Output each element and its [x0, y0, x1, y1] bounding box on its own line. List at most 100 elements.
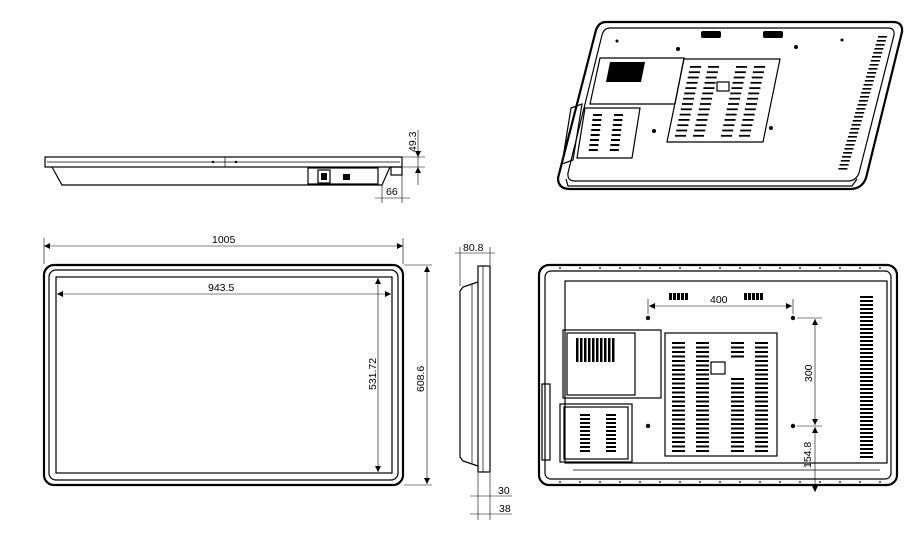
- vent-slot: [852, 120, 862, 122]
- vent-slot: [862, 88, 872, 90]
- panel-slot: [672, 432, 685, 434]
- vent-slot: [869, 64, 879, 66]
- board-slot: [606, 430, 616, 432]
- vesa-hole: [790, 315, 796, 321]
- board-slot: [591, 124, 601, 126]
- edge-dot: [739, 267, 741, 269]
- panel-slot: [743, 113, 755, 116]
- panel-slot: [672, 369, 685, 371]
- panel-slot: [676, 129, 688, 132]
- vent-slot: [867, 72, 877, 74]
- edge-dot: [839, 267, 841, 269]
- panel-slot: [755, 432, 768, 434]
- vent-slot: [842, 156, 851, 158]
- edge-dot: [839, 481, 841, 483]
- board-slot: [606, 434, 616, 436]
- board-slot: [611, 134, 621, 136]
- vent-slot: [860, 444, 873, 446]
- panel-slot: [755, 441, 768, 443]
- panel-slot: [750, 81, 762, 84]
- edge-dot: [559, 481, 561, 483]
- dim-screen-width: 943.5: [208, 282, 234, 294]
- panel-slot: [684, 92, 696, 95]
- io-port: [612, 338, 615, 362]
- panel-slot: [755, 351, 768, 353]
- panel-slot: [697, 113, 709, 116]
- panel-slot: [672, 351, 685, 353]
- dim-side-depth: 80.8: [463, 242, 484, 254]
- panel-slot: [755, 427, 768, 430]
- dim-side-bottom: 38: [499, 503, 511, 515]
- vent-slot: [860, 396, 873, 398]
- rear-view: 400 300 154.8: [537, 263, 899, 492]
- panel-slot: [696, 432, 709, 434]
- board-slot: [612, 129, 622, 131]
- panel-slot: [683, 97, 695, 100]
- panel-slot: [704, 81, 716, 84]
- vent-slot: [756, 293, 759, 300]
- front-view: 1005 943.5 531.72 608.6: [42, 234, 432, 487]
- vent-slot: [860, 304, 873, 306]
- panel-slot: [731, 414, 744, 416]
- panel-slot: [696, 342, 709, 344]
- edge-dot: [879, 481, 881, 483]
- panel-slot: [739, 134, 751, 137]
- panel-slot: [696, 409, 709, 412]
- vent-slot: [748, 293, 751, 300]
- panel-slot: [696, 387, 709, 389]
- board-slot: [606, 426, 616, 428]
- vent-slot: [860, 368, 873, 370]
- dim-vesa-vertical: 300: [803, 364, 815, 382]
- board-slot: [592, 119, 602, 121]
- edge-dot: [639, 481, 641, 483]
- vent-slot: [863, 84, 873, 86]
- vent-slot: [860, 352, 873, 354]
- vent-slot: [860, 432, 873, 434]
- panel-slot: [731, 87, 743, 89]
- io-port: [604, 338, 607, 362]
- vent-slot: [860, 344, 873, 346]
- board-slot: [606, 418, 616, 420]
- vent-slot: [860, 96, 869, 98]
- board-slot: [611, 139, 620, 141]
- vent-slot: [860, 324, 873, 326]
- panel-slot: [696, 423, 709, 425]
- panel-slot: [672, 427, 685, 430]
- vent-slot: [677, 293, 680, 300]
- panel-slot: [696, 400, 709, 403]
- board-slot: [606, 442, 616, 444]
- panel-slot: [705, 76, 717, 79]
- panel-slot: [755, 387, 768, 389]
- vent-slot: [760, 293, 763, 300]
- panel-slot: [755, 409, 768, 412]
- vent-slot: [844, 148, 854, 150]
- vent-slot: [861, 92, 871, 94]
- board-slot: [580, 422, 590, 424]
- edge-dot: [799, 481, 801, 483]
- edge-dot: [799, 267, 801, 269]
- panel-slot: [755, 369, 768, 371]
- panel-slot: [741, 124, 753, 127]
- vent-slot: [860, 392, 873, 394]
- vent-slot: [860, 428, 873, 430]
- panel-slot: [731, 427, 744, 430]
- edge-dot: [579, 481, 581, 483]
- panel-slot: [755, 418, 768, 421]
- panel-slot: [755, 400, 768, 403]
- power-socket: [317, 169, 331, 184]
- board-slot: [580, 426, 590, 428]
- vent-slot: [868, 68, 878, 70]
- edge-dot: [699, 481, 701, 483]
- dim-screen-height: 531.72: [367, 358, 379, 390]
- panel-slot: [677, 124, 689, 127]
- panel-slot: [672, 450, 685, 452]
- io-port: [588, 338, 591, 362]
- edge-dot: [819, 481, 821, 483]
- vent-slot: [860, 296, 873, 298]
- vent-slot: [860, 376, 873, 378]
- panel-slot: [672, 364, 685, 367]
- panel-slot: [745, 103, 757, 105]
- panel-slot: [722, 129, 734, 132]
- vent-slot: [860, 300, 873, 302]
- vent-slot: [860, 440, 873, 442]
